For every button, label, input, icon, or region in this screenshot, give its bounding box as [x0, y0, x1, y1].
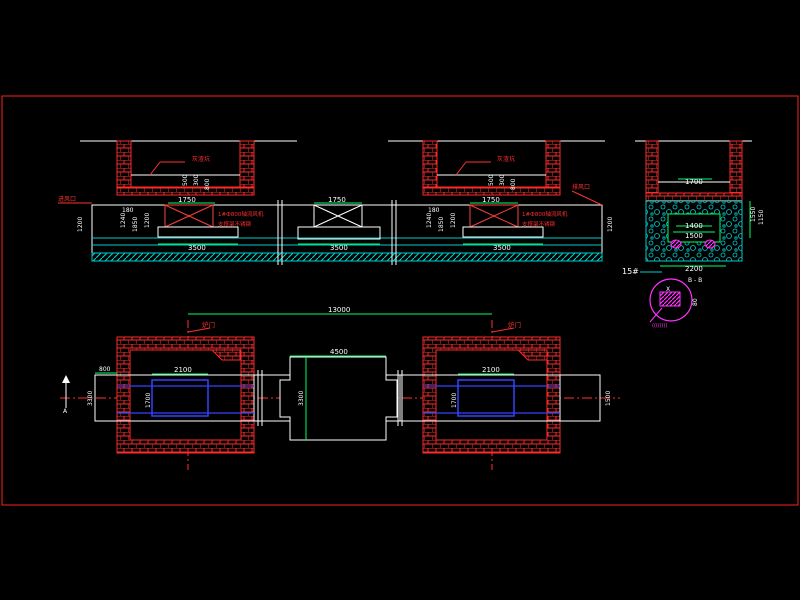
plan-mid-3300: 3300 [298, 391, 305, 406]
dim-left-1850: 1850 [132, 217, 139, 232]
dim-left-1240: 1240 [120, 213, 127, 228]
detail-circle [649, 278, 693, 322]
plan-left-3300: 3300 [87, 391, 94, 406]
dim-far-left: 1200 [77, 217, 84, 232]
plan-view: 13000 4500 2100 2100 1700 1700 800 3300 … [60, 306, 620, 470]
door-label-left: 炉门 [202, 320, 215, 329]
middle-fan-box [297, 204, 381, 240]
dim-left-3500: 3500 [188, 244, 206, 252]
plan-right-1700: 1700 [451, 393, 458, 408]
left-pit-label: 灰渣坑 [192, 155, 210, 163]
dim-right-1240: 1240 [426, 213, 433, 228]
dim-right-3500: 3500 [493, 244, 511, 252]
left-fan-support-label: 支撑架不锈钢 [218, 220, 252, 228]
dim-left-300: 300 [193, 174, 200, 186]
plan-right-2100: 2100 [482, 366, 500, 374]
section-dim-2200: 2200 [685, 265, 703, 273]
plan-left-2100: 2100 [174, 366, 192, 374]
dim-right-1200: 1200 [450, 213, 457, 228]
plan-overall-13000: 13000 [328, 306, 350, 314]
right-fan-label: 1#Ф800轴流风机 [522, 210, 568, 218]
right-pit-plan [399, 336, 561, 454]
plan-left-1700: 1700 [145, 393, 152, 408]
dim-left-1750: 1750 [178, 196, 196, 204]
detail-mark: X [666, 286, 670, 293]
top-elevation: 1750 3500 1750 3500 1750 3500 1240 1850 … [58, 140, 614, 265]
drawing-frame [1, 95, 799, 506]
dim-far-right: 1200 [607, 217, 614, 232]
section-dim-1500: 1500 [685, 232, 703, 240]
dim-right-300: 300 [499, 174, 506, 186]
section-arrow-label: A [63, 408, 68, 415]
dim-right-500: 500 [488, 174, 495, 186]
dim-left-1200: 1200 [144, 213, 151, 228]
detail-leader-mark: (((((((( [652, 323, 668, 329]
dim-right-180: 180 [428, 207, 440, 214]
right-inlet-label: 排风口 [572, 183, 590, 191]
dim-left-500: 500 [182, 174, 189, 186]
right-fan-support-label: 支撑架不锈钢 [522, 220, 556, 228]
left-fan-label: 1#Ф800轴流风机 [218, 210, 264, 218]
section-dim-1700: 1700 [685, 178, 703, 186]
dim-left-800: 800 [204, 178, 211, 190]
section-dim-1400: 1400 [685, 222, 703, 230]
section-dim-1150: 1150 [758, 210, 765, 225]
section-dim-1550: 1550 [750, 207, 757, 222]
right-pit-label: 灰渣坑 [497, 155, 515, 163]
dim-mid-1750: 1750 [328, 196, 346, 204]
door-label-right: 炉门 [508, 320, 521, 329]
plan-left-800: 800 [99, 366, 111, 373]
dim-mid-3500: 3500 [330, 244, 348, 252]
detail-dim-80: 80 [692, 298, 699, 306]
right-fan-box [462, 204, 544, 238]
cross-section: 1700 1400 1500 2200 1550 1150 15# B - B … [622, 140, 765, 329]
plan-right-1500: 1500 [605, 391, 612, 406]
dim-right-800: 800 [510, 178, 517, 190]
dim-left-180: 180 [122, 207, 134, 214]
detail-label-15: 15# [622, 267, 639, 276]
left-inlet-label: 进风口 [58, 195, 76, 203]
left-pit-plan [94, 336, 255, 454]
dim-right-1850: 1850 [438, 217, 445, 232]
detail-section-label: B - B [688, 277, 702, 284]
left-fan-box [157, 204, 239, 238]
plan-mid-4500: 4500 [330, 348, 348, 356]
dim-right-1750: 1750 [482, 196, 500, 204]
